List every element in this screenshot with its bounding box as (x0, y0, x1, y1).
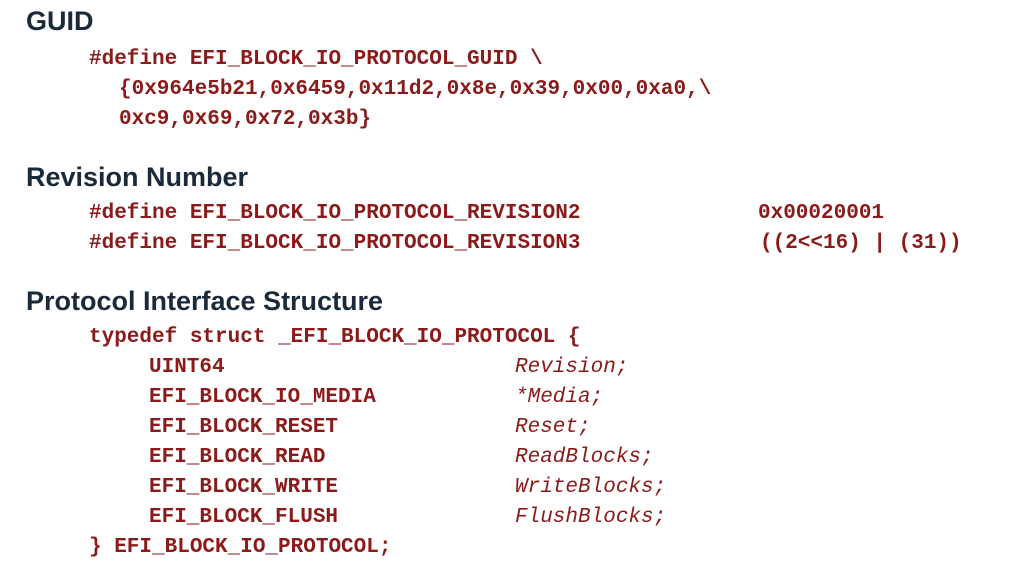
field-type-revision: UINT64 (149, 356, 225, 379)
field-type-write: EFI_BLOCK_WRITE (149, 476, 339, 499)
field-name-revision: Revision; (515, 356, 629, 379)
revision3-define: #define EFI_BLOCK_IO_PROTOCOL_REVISION3 (89, 232, 581, 255)
field-type-read: EFI_BLOCK_READ (149, 446, 326, 469)
revision2-define: #define EFI_BLOCK_IO_PROTOCOL_REVISION2 (89, 202, 581, 225)
field-type-flush: EFI_BLOCK_FLUSH (149, 506, 339, 529)
revision3-value: ((2<<16) | (31)) (760, 232, 962, 255)
field-name-flush: FlushBlocks; (515, 506, 667, 529)
revision2-value: 0x00020001 (758, 202, 885, 225)
field-name-media: *Media; (515, 386, 604, 409)
field-name-read: ReadBlocks; (515, 446, 654, 469)
revision-heading: Revision Number (26, 162, 249, 192)
guid-value-line-1: {0x964e5b21,0x6459,0x11d2,0x8e,0x39,0x00… (119, 78, 712, 101)
field-type-media: EFI_BLOCK_IO_MEDIA (149, 386, 376, 409)
field-type-reset: EFI_BLOCK_RESET (149, 416, 339, 439)
interface-heading: Protocol Interface Structure (26, 286, 384, 316)
struct-open-line: typedef struct _EFI_BLOCK_IO_PROTOCOL { (89, 326, 581, 349)
guid-value-line-2: 0xc9,0x69,0x72,0x3b} (119, 108, 372, 131)
guid-heading: GUID (26, 6, 94, 36)
guid-define-line: #define EFI_BLOCK_IO_PROTOCOL_GUID \ (89, 48, 543, 71)
field-name-reset: Reset; (515, 416, 591, 439)
struct-close-line: } EFI_BLOCK_IO_PROTOCOL; (89, 536, 392, 559)
field-name-write: WriteBlocks; (515, 476, 667, 499)
